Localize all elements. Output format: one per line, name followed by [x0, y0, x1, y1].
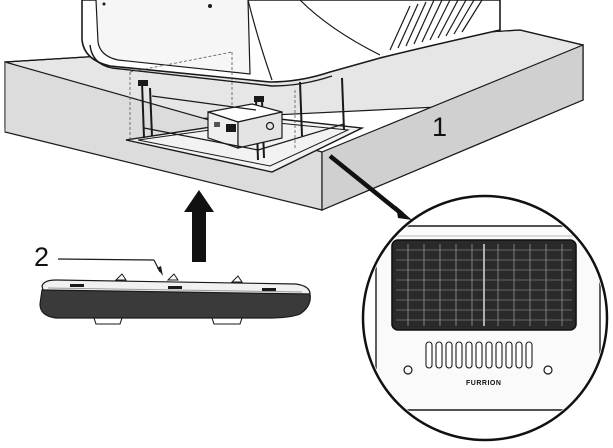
ac-louvers	[389, 0, 483, 51]
installation-direction-arrow	[184, 190, 214, 262]
electrical-box	[207, 103, 283, 149]
callout-label-2: 2	[34, 242, 50, 272]
rooftop-ac-unit	[81, 0, 501, 87]
supply-air-vents	[425, 341, 533, 369]
callout-2-leader	[57, 258, 163, 276]
return-air-grille	[391, 239, 577, 331]
zoom-leader	[328, 154, 412, 220]
detail-zoom-view: FURRION	[361, 194, 609, 442]
panel-screws	[403, 365, 553, 375]
brand-label: FURRION	[466, 380, 501, 387]
ceiling-mount-bracket	[125, 51, 365, 173]
callout-label-1: 1	[432, 112, 448, 142]
ceiling-assembly-shroud	[39, 273, 311, 325]
